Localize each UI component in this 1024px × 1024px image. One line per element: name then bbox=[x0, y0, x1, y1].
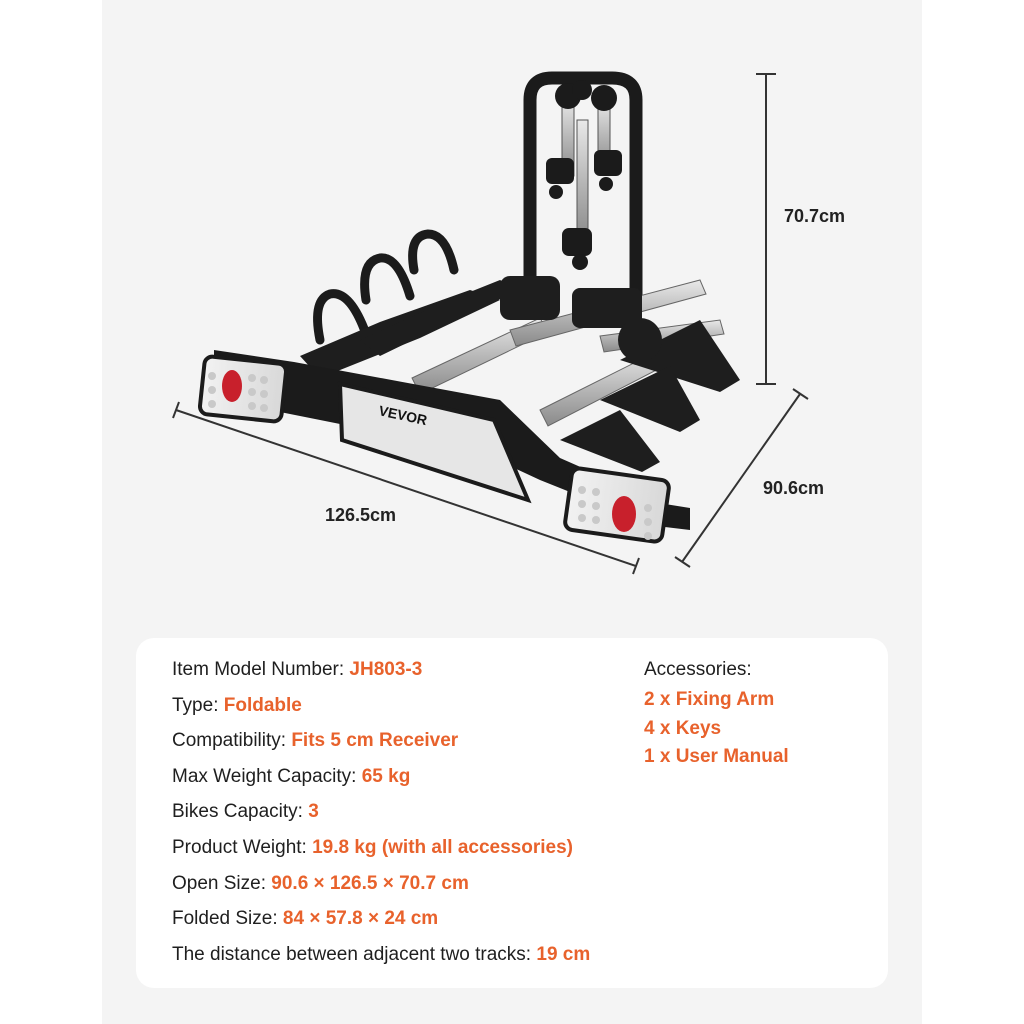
spec-value: Foldable bbox=[223, 694, 302, 716]
spec-label: Folded Size: bbox=[172, 908, 283, 930]
spec-label: Item Model Number: bbox=[172, 659, 350, 680]
accessories-title: Accessories: bbox=[644, 659, 752, 680]
right-tail-lamp bbox=[563, 466, 671, 544]
depth-dimension-label: 90.6cm bbox=[763, 478, 825, 498]
spec-value: 84 × 57.8 × 24 cm bbox=[282, 908, 439, 930]
spec-label: Product Weight: bbox=[172, 836, 313, 858]
spec-value: JH803-3 bbox=[349, 659, 423, 680]
spec-value: 90.6 × 126.5 × 70.7 cm bbox=[271, 872, 469, 894]
spec-row-model: Item Model Number: JH803-3 bbox=[172, 656, 590, 692]
spec-label: Bikes Capacity: bbox=[172, 801, 309, 823]
width-dimension-label: 126.5cm bbox=[325, 505, 397, 525]
depth-dimension-line bbox=[674, 388, 809, 568]
spec-value: 19.8 kg (with all accessories) bbox=[312, 836, 573, 858]
spec-list: Item Model Number: JH803-3 Type: Foldabl… bbox=[172, 656, 590, 976]
spec-value: 3 bbox=[308, 801, 319, 823]
spec-row-track-distance: The distance between adjacent two tracks… bbox=[172, 941, 590, 977]
accessory-item: 2 x Fixing Arm bbox=[644, 689, 775, 710]
height-dimension-label: 70.7cm bbox=[784, 206, 846, 226]
spec-label: Max Weight Capacity: bbox=[172, 765, 362, 787]
width-dimension-line bbox=[172, 401, 640, 575]
spec-row-folded-size: Folded Size: 84 × 57.8 × 24 cm bbox=[172, 905, 590, 941]
accessories-list: Accessories: 2 x Fixing Arm 4 x Keys 1 x… bbox=[644, 656, 789, 772]
spec-value: 65 kg bbox=[361, 765, 411, 787]
wheel-trays bbox=[300, 276, 740, 472]
upright-frame bbox=[523, 71, 643, 307]
spec-label: Open Size: bbox=[172, 872, 272, 894]
bike-rack-illustration: VEVOR bbox=[172, 71, 809, 575]
spec-row-max-weight: Max Weight Capacity: 65 kg bbox=[172, 763, 590, 799]
height-dimension-line bbox=[756, 73, 776, 385]
spec-row-bikes-capacity: Bikes Capacity: 3 bbox=[172, 798, 590, 834]
spec-card: Item Model Number: JH803-3 Type: Foldabl… bbox=[136, 638, 888, 988]
wheel-straps bbox=[313, 229, 459, 345]
spec-row-compatibility: Compatibility: Fits 5 cm Receiver bbox=[172, 727, 590, 763]
accessory-item: 1 x User Manual bbox=[644, 746, 789, 767]
left-tail-lamp bbox=[197, 354, 289, 424]
spec-label: Compatibility: bbox=[172, 730, 292, 752]
spec-label: Type: bbox=[172, 694, 224, 716]
license-plate-holder: VEVOR bbox=[337, 381, 532, 504]
spec-row-product-weight: Product Weight: 19.8 kg (with all access… bbox=[172, 834, 590, 870]
spec-value: Fits 5 cm Receiver bbox=[291, 730, 459, 752]
spec-row-open-size: Open Size: 90.6 × 126.5 × 70.7 cm bbox=[172, 870, 590, 906]
spec-value: 19 cm bbox=[536, 943, 591, 965]
spec-label: The distance between adjacent two tracks… bbox=[172, 943, 537, 965]
spec-row-type: Type: Foldable bbox=[172, 692, 590, 728]
accessory-item: 4 x Keys bbox=[644, 717, 722, 739]
